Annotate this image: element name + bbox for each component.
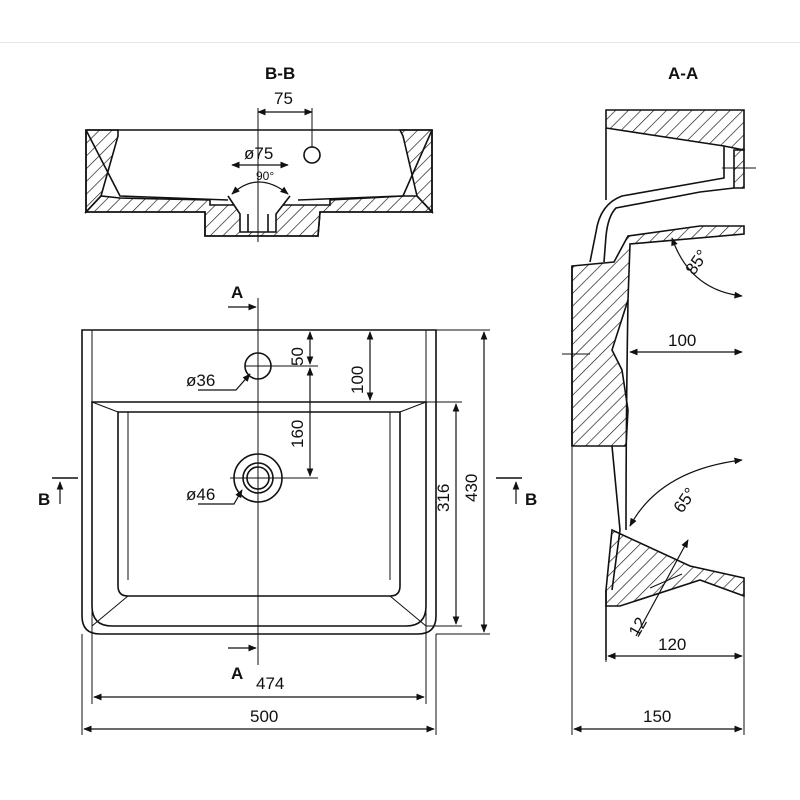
cut-a-bottom-label: A <box>231 664 243 683</box>
section-bb-outline <box>85 129 433 237</box>
dim-drain-angle: 90° <box>256 169 274 183</box>
section-aa-hatch-bottom <box>605 528 745 607</box>
cut-b-right-label: B <box>525 490 537 509</box>
dim-overall-height: 150 <box>643 707 671 726</box>
section-aa-view <box>562 109 756 735</box>
dim-waste-diameter: ø46 <box>186 485 215 504</box>
dim-wall-thickness: 12 <box>625 614 651 640</box>
cut-b-left-label: B <box>38 490 50 509</box>
plan-outer-outline <box>81 329 437 635</box>
top-divider <box>0 42 800 43</box>
section-bb-inner <box>85 129 433 201</box>
dim-back-angle: 85° <box>682 246 712 278</box>
dim-overall-width: 500 <box>250 707 278 726</box>
dim-bowl-width: 474 <box>256 674 284 693</box>
dim-drain-diameter: ø75 <box>244 144 273 163</box>
dim-overall-depth: 430 <box>462 474 481 502</box>
section-aa-label: A-A <box>668 64 698 83</box>
section-aa-hatch-left <box>571 225 745 447</box>
dim-side-inner: 100 <box>668 331 696 350</box>
dim-base-width: 120 <box>658 635 686 654</box>
dim-tap-to-waste: 160 <box>288 420 307 448</box>
dim-tap-hole-diameter: ø36 <box>186 371 215 390</box>
cut-a-top-label: A <box>231 283 243 302</box>
dim-bowl-depth: 316 <box>434 484 453 512</box>
section-aa-overflow <box>589 128 725 263</box>
section-aa-hatch-top <box>605 109 745 151</box>
dim-front-angle: 65° <box>670 484 700 516</box>
section-bb-view <box>84 108 434 242</box>
dim-tap-to-edge: 50 <box>288 347 307 366</box>
plan-bowl-outer <box>91 401 427 627</box>
section-bb-label: B-B <box>265 64 295 83</box>
tap-hole-top-circle <box>303 146 321 164</box>
dim-bowl-from-back: 100 <box>348 366 367 394</box>
plan-view <box>52 298 522 735</box>
dim-tap-offset: 75 <box>274 89 293 108</box>
plan-bowl-inner <box>117 411 401 597</box>
